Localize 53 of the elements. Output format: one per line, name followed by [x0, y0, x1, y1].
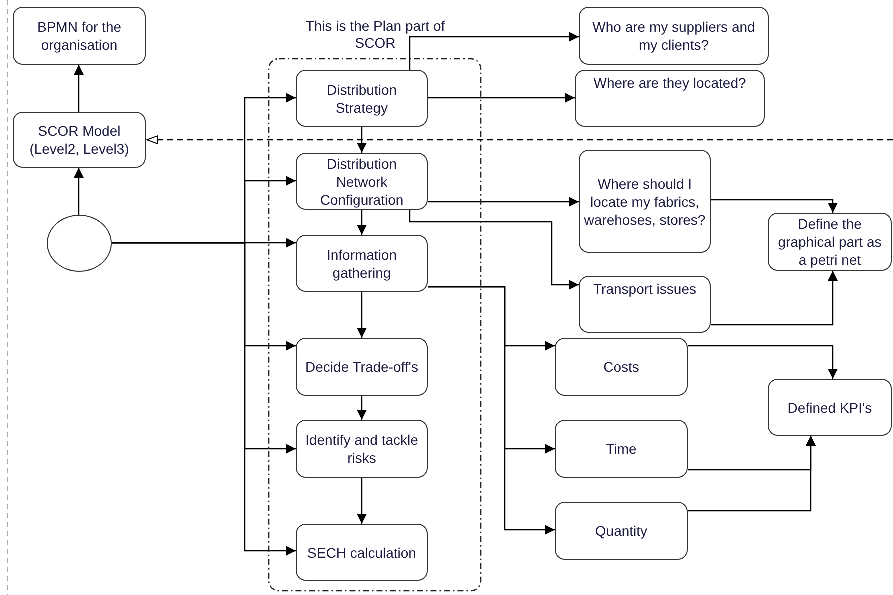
process-box	[555, 420, 688, 478]
arrow	[428, 286, 555, 535]
box-label: Quantity	[595, 522, 648, 540]
box-label: Define the graphical part as a petri net	[777, 215, 883, 269]
process-box	[575, 70, 765, 127]
box-label: SCOR Model (Level2, Level3)	[28, 122, 130, 158]
process-box	[555, 338, 688, 396]
arrow	[74, 65, 84, 112]
arrow	[428, 93, 575, 103]
process-box	[768, 213, 892, 271]
box-label: Information gathering	[326, 246, 398, 282]
process-box	[296, 70, 428, 127]
process-box	[13, 7, 146, 65]
process-box	[296, 338, 428, 396]
dashed-arrow	[146, 136, 893, 144]
process-box	[768, 379, 892, 436]
process-box	[296, 420, 428, 478]
box-label: Where should I locate my fabrics, warehoses, stores?	[584, 174, 706, 228]
arrow	[357, 292, 367, 338]
arrow	[711, 199, 838, 213]
arrow	[357, 478, 367, 524]
process-box	[579, 150, 711, 253]
process-box	[579, 7, 769, 65]
box-label: Decide Trade-off's	[306, 358, 418, 376]
arrow	[357, 210, 367, 235]
box-label: Transport issues	[594, 280, 696, 298]
box-label: Who are my suppliers and my clients?	[592, 18, 756, 54]
box-label: BPMN for the organisation	[36, 18, 123, 54]
process-box	[579, 276, 711, 333]
box-label: Distribution Network Configuration	[319, 154, 405, 208]
box-label: Defined KPI's	[788, 398, 872, 416]
box-label: Distribution Strategy	[326, 80, 398, 116]
arrow	[112, 242, 296, 556]
arrow	[428, 197, 579, 207]
box-label: Where are they located?	[594, 74, 746, 92]
arrow	[409, 210, 579, 290]
process-box	[13, 112, 146, 168]
arrow	[711, 271, 838, 326]
box-label: Identify and tackle risks	[304, 431, 420, 467]
arrow	[688, 436, 816, 512]
box-label: Costs	[604, 358, 640, 376]
process-box	[296, 153, 428, 210]
arrow	[74, 168, 84, 215]
process-box	[555, 502, 688, 560]
process-box	[296, 235, 428, 292]
group-heading: This is the Plan part of SCOR	[304, 18, 446, 52]
box-label: SECH calculation	[308, 544, 416, 562]
arrow	[357, 396, 367, 420]
arrow	[357, 127, 367, 153]
box-label: Time	[606, 440, 637, 458]
process-box	[296, 524, 428, 581]
arrow	[688, 345, 838, 379]
arrow	[409, 32, 579, 70]
